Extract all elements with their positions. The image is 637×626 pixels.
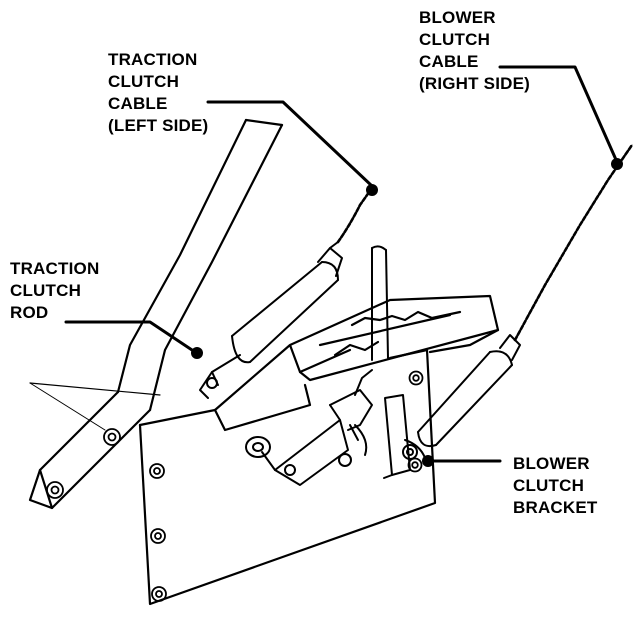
handle-tube [116,118,284,412]
plate-bolts [149,370,424,602]
label-line: BRACKET [513,498,598,517]
label-blower-clutch-bracket: BLOWER CLUTCH BRACKET [513,453,598,519]
label-line: CLUTCH [108,72,180,91]
frame-edge-line [29,382,161,396]
leader-blower-cable [498,65,619,164]
blower-cable-wire [513,143,634,342]
linkage-assembly [245,369,373,486]
blower-bracket [383,394,426,479]
upper-bracket [213,294,500,432]
traction-cable-housing [199,241,343,399]
leader-dots [191,158,623,467]
label-line: (LEFT SIDE) [108,116,209,135]
label-line: BLOWER [513,454,590,473]
leader-traction-rod [64,320,197,354]
label-line: TRACTION [10,259,100,278]
label-line: (RIGHT SIDE) [419,74,531,93]
label-line: CLUTCH [513,476,585,495]
label-traction-clutch-cable: TRACTION CLUTCH CABLE (LEFT SIDE) [108,49,208,137]
label-line: ROD [10,303,49,322]
label-line: CABLE [108,94,168,113]
label-traction-clutch-rod: TRACTION CLUTCH ROD [10,258,99,324]
leader-lines [64,65,619,463]
leader-traction-cable [206,100,374,188]
lower-handle-arm [28,390,152,510]
label-line: BLOWER [419,8,496,27]
label-line: TRACTION [108,50,198,69]
label-line: CLUTCH [419,30,491,49]
handle-bolts [46,428,121,499]
vertical-rod [371,245,389,361]
label-blower-clutch-cable: BLOWER CLUTCH CABLE (RIGHT SIDE) [419,7,530,95]
lower-frame-line [29,382,106,431]
label-line: CABLE [419,52,479,71]
label-line: CLUTCH [10,281,82,300]
